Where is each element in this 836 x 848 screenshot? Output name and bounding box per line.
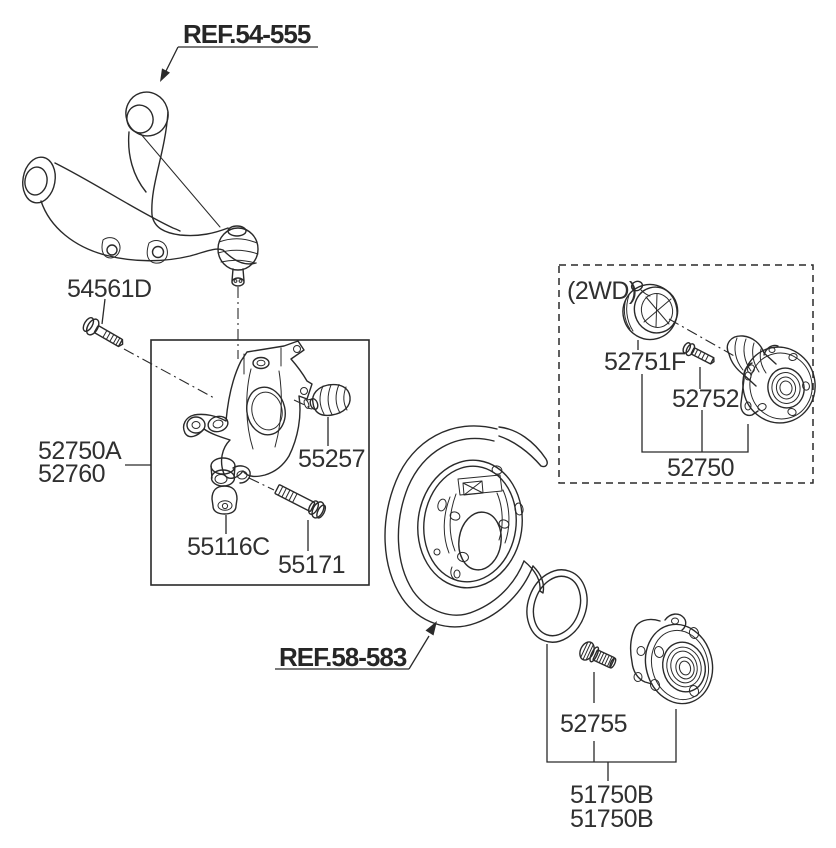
hub-drawing — [629, 613, 714, 705]
knuckle-label: 52750A — [38, 437, 122, 465]
trailing-bushing-label: 55257 — [298, 445, 365, 473]
ref-brake-label: REF.58-583 — [279, 642, 407, 672]
arrowhead — [425, 621, 437, 636]
dust-cap-label: 52751F — [604, 348, 686, 376]
hub-bracket-lines — [546, 644, 677, 781]
wheel-stud-label: 52755 — [560, 710, 627, 738]
hub-2wd-bracket-lines — [641, 374, 749, 453]
arm-bolt-label: 54561D — [67, 275, 152, 303]
lower-bushing-label: 55116C — [187, 533, 270, 561]
hub-bolt-2wd-drawing — [682, 342, 715, 365]
dust-cap-drawing — [622, 280, 679, 341]
ref-58-583-callout: REF.58-583 — [275, 621, 437, 672]
arm-bolt-drawing — [82, 317, 124, 348]
hub-bolt-2wd-label: 52752 — [672, 385, 739, 413]
hub-assembly-2wd-label: 52750 — [667, 454, 734, 482]
wheel-stud-drawing — [579, 641, 617, 669]
drivetrain-label: (2WD) — [567, 277, 637, 305]
trailing-bolt-label: 55171 — [278, 551, 345, 579]
knuckle-group-box — [150, 339, 370, 586]
upper-control-arm-drawing — [22, 91, 257, 265]
knuckle-drawing — [182, 340, 313, 487]
assembly-axis-lines — [123, 287, 737, 491]
ref-54-555-callout: REF.54-555 — [160, 19, 318, 82]
trailing-bolt-drawing — [274, 484, 327, 519]
arrowhead — [160, 68, 170, 82]
ball-joint-drawing — [217, 225, 259, 287]
ref-upper-arm-label: REF.54-555 — [183, 19, 311, 49]
knuckle-alt-label: 52760 — [38, 460, 105, 488]
hub-2wd-drawing — [726, 335, 816, 424]
hub-assembly-alt-label: 51750B — [570, 805, 653, 833]
o-ring-drawing — [526, 569, 588, 643]
brake-backing-plate-drawing — [384, 425, 548, 628]
lower-bushing-drawing — [211, 485, 238, 515]
hub-assembly-label: 51750B — [570, 781, 653, 809]
trailing-arm-bushing-drawing — [303, 383, 351, 417]
arm-bolt-leader — [101, 298, 106, 325]
